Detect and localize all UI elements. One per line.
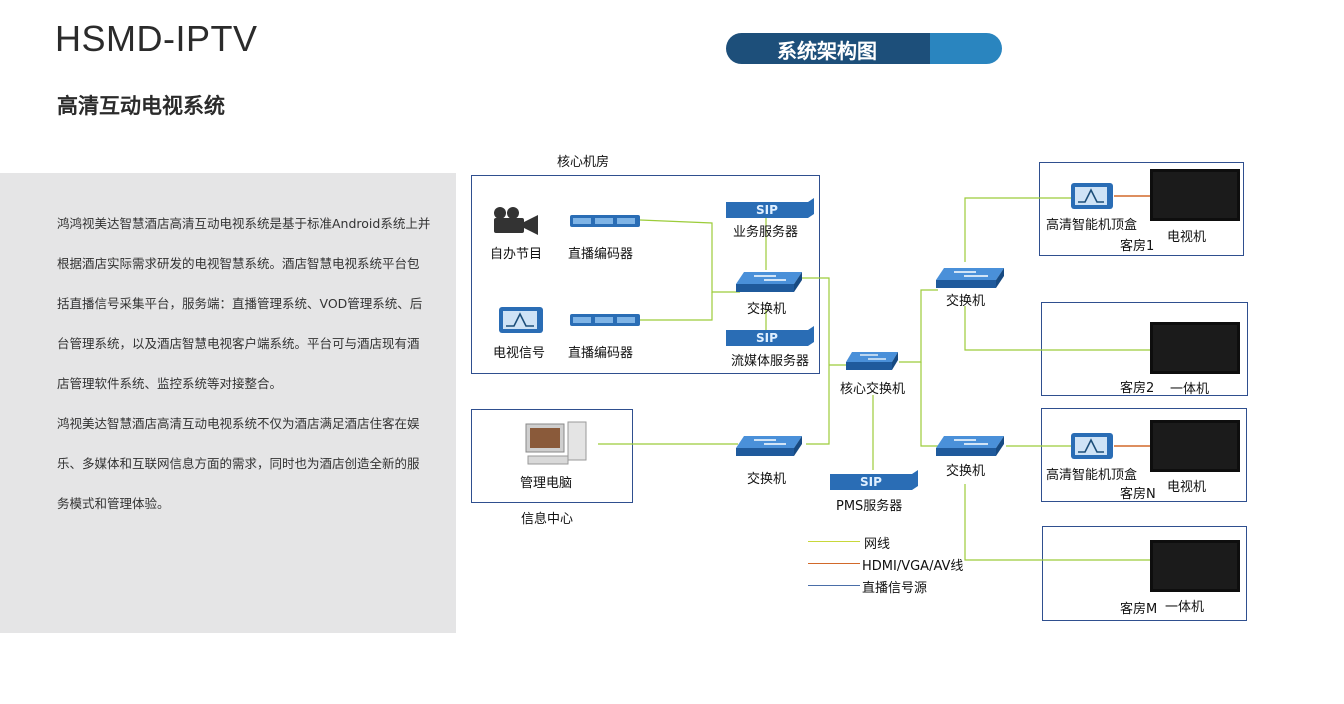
description-line: 乐、多媒体和互联网信息方面的需求，同时也为酒店创造全新的服 [57, 456, 420, 471]
desktop-computer-icon [525, 421, 587, 465]
description-line: 括直播信号采集平台，服务端：直播管理系统、VOD管理系统、后 [57, 296, 423, 311]
network-link [964, 197, 1072, 262]
core-room-box [471, 175, 820, 374]
business-server-label: 业务服务器 [733, 225, 799, 240]
network-link [800, 277, 830, 445]
network-link [964, 306, 1152, 351]
floor-switch-2-label: 交换机 [946, 464, 986, 479]
tv-n-label: 电视机 [1167, 480, 1207, 495]
description-line: 台管理系统，以及酒店智慧电视客户端系统。平台可与酒店现有酒 [57, 336, 420, 351]
core-room-switch-icon [736, 272, 802, 292]
business-server-icon: SIP [726, 198, 814, 218]
legend-label-hdmi: HDMI/VGA/AV线 [862, 559, 964, 574]
tv-signal-icon [499, 307, 543, 333]
network-link [640, 292, 713, 321]
description-panel: 鸿鸿视美达智慧酒店高清互动电视系统是基于标准Android系统上并 根据酒店实际… [0, 173, 456, 633]
stb-n-icon [1071, 433, 1113, 459]
info-center-switch-icon [736, 436, 802, 456]
info-center-title: 信息中心 [521, 512, 574, 527]
encoder-2-label: 直播编码器 [568, 346, 634, 361]
all-in-one-m-icon [1150, 540, 1240, 592]
core-switch-icon [846, 352, 898, 370]
description-line: 店管理软件系统、监控系统等对接整合。 [57, 376, 283, 391]
legend-label-network: 网线 [864, 537, 891, 552]
mgmt-pc-label: 管理电脑 [520, 476, 573, 491]
legend-swatch-network [808, 541, 860, 542]
video-camera-icon [494, 207, 538, 235]
brand-title: HSMD-IPTV [55, 18, 258, 59]
all-in-one-m-label: 一体机 [1165, 600, 1205, 615]
streaming-server-icon: SIP [726, 326, 814, 346]
description-line: 务模式和管理体验。 [57, 496, 170, 511]
legend-swatch-hdmi [808, 563, 860, 564]
stb-n-label: 高清智能机顶盒 [1046, 468, 1138, 483]
floor-switch-2-icon [936, 436, 1004, 456]
section-badge-label: 系统架构图 [777, 39, 877, 63]
info-center-switch-label: 交换机 [747, 472, 787, 487]
tv-signal-label: 电视信号 [493, 346, 546, 361]
room-n-label: 客房N [1120, 487, 1156, 502]
legend-swatch-signal [808, 585, 860, 586]
encoder-1-icon [570, 215, 640, 227]
stb-1-label: 高清智能机顶盒 [1046, 218, 1138, 233]
encoder-2-icon [570, 314, 640, 326]
legend-label-signal: 直播信号源 [862, 581, 928, 596]
network-link [899, 289, 938, 363]
room-n-box [1041, 408, 1247, 502]
pms-server-icon: SIP [830, 470, 918, 490]
room-2-box [1041, 302, 1248, 396]
description-line: 根据酒店实际需求研发的电视智慧系统。酒店智慧电视系统平台包 [57, 256, 420, 271]
network-link [639, 219, 740, 293]
description-line: 鸿视美达智慧酒店高清互动电视系统不仅为酒店满足酒店住客在娱 [57, 416, 420, 431]
network-link [964, 484, 1152, 561]
floor-switch-1-icon [936, 268, 1004, 288]
room-1-label: 客房1 [1120, 239, 1155, 254]
pms-server-label: PMS服务器 [836, 499, 903, 514]
core-room-switch-label: 交换机 [747, 302, 787, 317]
encoder-1-label: 直播编码器 [568, 247, 634, 262]
floor-switch-1-label: 交换机 [946, 294, 986, 309]
server-tag: SIP [860, 475, 882, 489]
server-tag: SIP [756, 203, 778, 217]
room-1-box [1039, 162, 1244, 256]
streaming-server-label: 流媒体服务器 [731, 354, 810, 369]
network-link [920, 362, 938, 447]
tv-n-icon [1150, 420, 1240, 472]
all-in-one-2-icon [1150, 322, 1240, 374]
room-m-box [1042, 526, 1247, 621]
tv-1-icon [1150, 169, 1240, 221]
room-2-label: 客房2 [1120, 381, 1155, 396]
section-badge: 系统架构图 [726, 33, 1002, 64]
all-in-one-2-label: 一体机 [1170, 382, 1210, 397]
stb-1-icon [1071, 183, 1113, 209]
core-room-title: 核心机房 [557, 155, 610, 170]
server-tag: SIP [756, 331, 778, 345]
self-program-label: 自办节目 [490, 247, 543, 262]
description-line: 鸿鸿视美达智慧酒店高清互动电视系统是基于标准Android系统上并 [57, 216, 431, 231]
info-center-box [471, 409, 633, 503]
core-switch-label: 核心交换机 [840, 382, 906, 397]
tv-1-label: 电视机 [1167, 230, 1207, 245]
room-m-label: 客房M [1120, 602, 1158, 617]
page-subtitle: 高清互动电视系统 [57, 94, 225, 118]
